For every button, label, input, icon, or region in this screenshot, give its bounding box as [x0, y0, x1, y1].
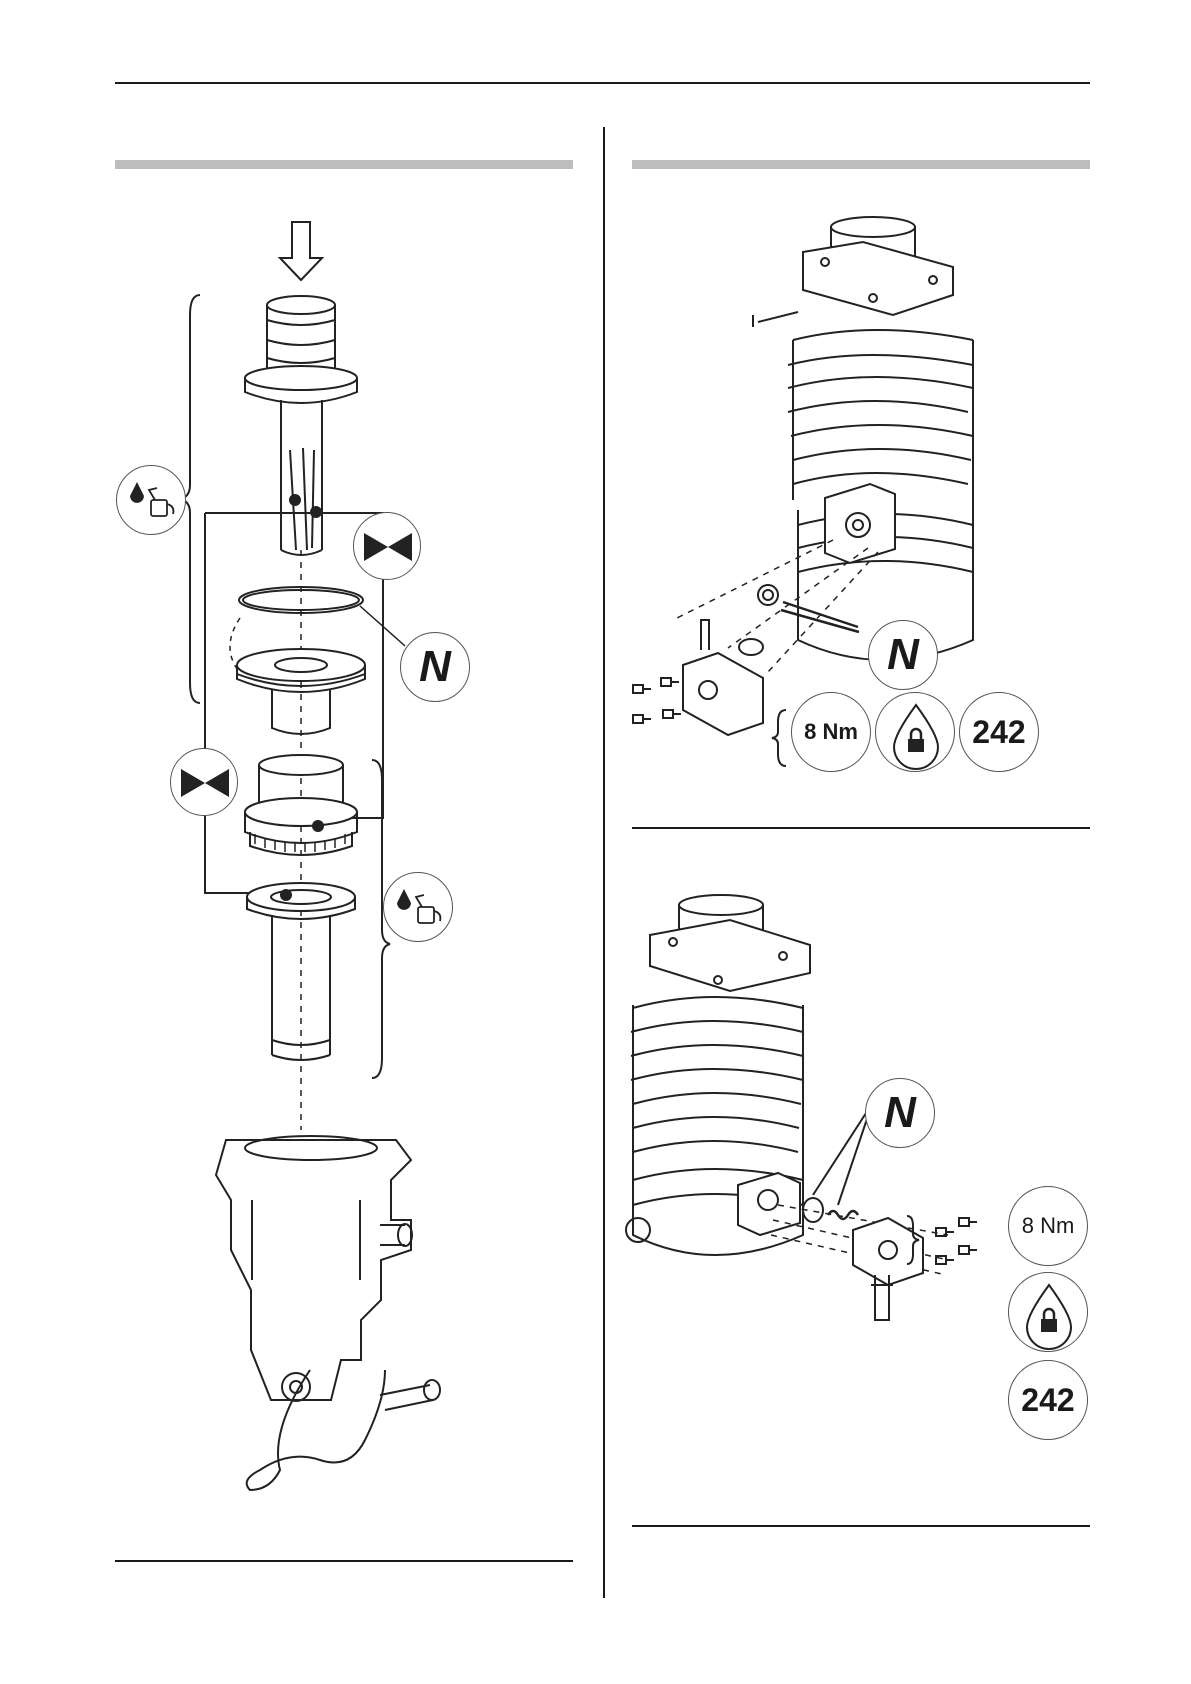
- torque-badge-top: 8 Nm: [791, 692, 871, 772]
- threadlock-badge-top: [875, 692, 955, 772]
- threadlock-drop-icon: [1009, 1273, 1089, 1353]
- threadlock-code-badge-bottom: 242: [1008, 1360, 1088, 1440]
- new-part-badge: N: [400, 632, 470, 702]
- oil-can-icon: [117, 466, 187, 536]
- new-seal-badge-bottom: N: [865, 1078, 935, 1148]
- oil-can-icon: [384, 873, 454, 943]
- screw-set-top: [633, 678, 681, 723]
- threadlock-code-badge-top: 242: [959, 692, 1039, 772]
- torque-badge-bottom: 8 Nm: [1008, 1186, 1088, 1266]
- press-direction-arrow: [280, 222, 322, 280]
- press-fit-badge-upper: [353, 512, 421, 580]
- screw-set-bottom: [936, 1218, 977, 1264]
- left-figure: N: [0, 0, 600, 1600]
- lubricate-badge-lower: [383, 872, 453, 942]
- new-seal-badge-top: N: [868, 620, 938, 690]
- press-symbol-icon: [171, 749, 239, 817]
- section-bar-right: [632, 160, 1090, 169]
- threadlock-drop-icon: [876, 693, 956, 773]
- right-mid-rule: [632, 827, 1090, 829]
- press-fit-badge-lower: [170, 748, 238, 816]
- right-bottom-rule: [632, 1525, 1090, 1527]
- lubricate-badge-upper: [116, 465, 186, 535]
- threadlock-badge-bottom: [1008, 1272, 1088, 1352]
- press-symbol-icon: [354, 513, 422, 581]
- right-bottom-figure: N 8 Nm 242: [603, 860, 1103, 1510]
- shaft-assembly-drawing: [0, 0, 600, 1600]
- right-top-figure: N 8 Nm 242: [603, 180, 1103, 820]
